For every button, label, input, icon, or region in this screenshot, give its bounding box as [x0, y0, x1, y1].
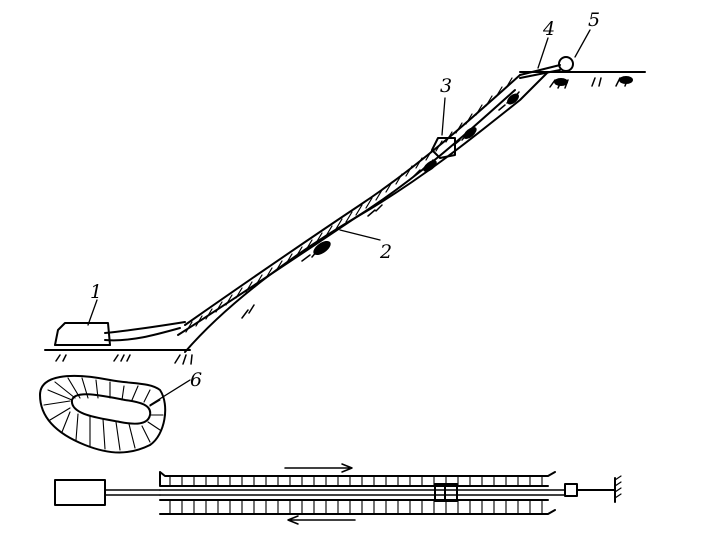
belt-ticks	[185, 77, 513, 333]
slope-vegetation	[313, 76, 633, 256]
ground-line	[44, 71, 646, 351]
belt-lower-edge	[177, 89, 516, 336]
slope-surface	[184, 71, 549, 353]
plan-pulley	[564, 483, 578, 497]
leader-lines	[87, 29, 591, 406]
label-anchor-pulley: 5	[588, 9, 600, 31]
label-ring-cross-section: 6	[190, 369, 202, 391]
label-carriage: 3	[440, 75, 452, 97]
label-winch-unit: 1	[90, 281, 102, 303]
plan-winch	[54, 479, 106, 506]
arrow-left	[287, 515, 356, 525]
winch-rope-upper	[104, 321, 186, 334]
belt-upper-edge	[184, 74, 521, 326]
slope-hatching	[55, 77, 629, 365]
plan-belt-upper	[159, 471, 556, 487]
rope-top-2	[519, 69, 561, 79]
arrow-right	[284, 463, 353, 473]
label-slope-ground: 2	[379, 241, 392, 263]
label-rope: 4	[542, 18, 555, 40]
plan-view	[54, 463, 622, 525]
anchor-pulley	[558, 56, 574, 72]
winch-rope-lower	[104, 327, 181, 342]
plan-belt-lower	[159, 499, 556, 515]
winch-unit	[54, 322, 111, 346]
ring-cross-section	[39, 374, 167, 454]
rope-top	[519, 64, 561, 76]
carriage	[431, 137, 456, 159]
